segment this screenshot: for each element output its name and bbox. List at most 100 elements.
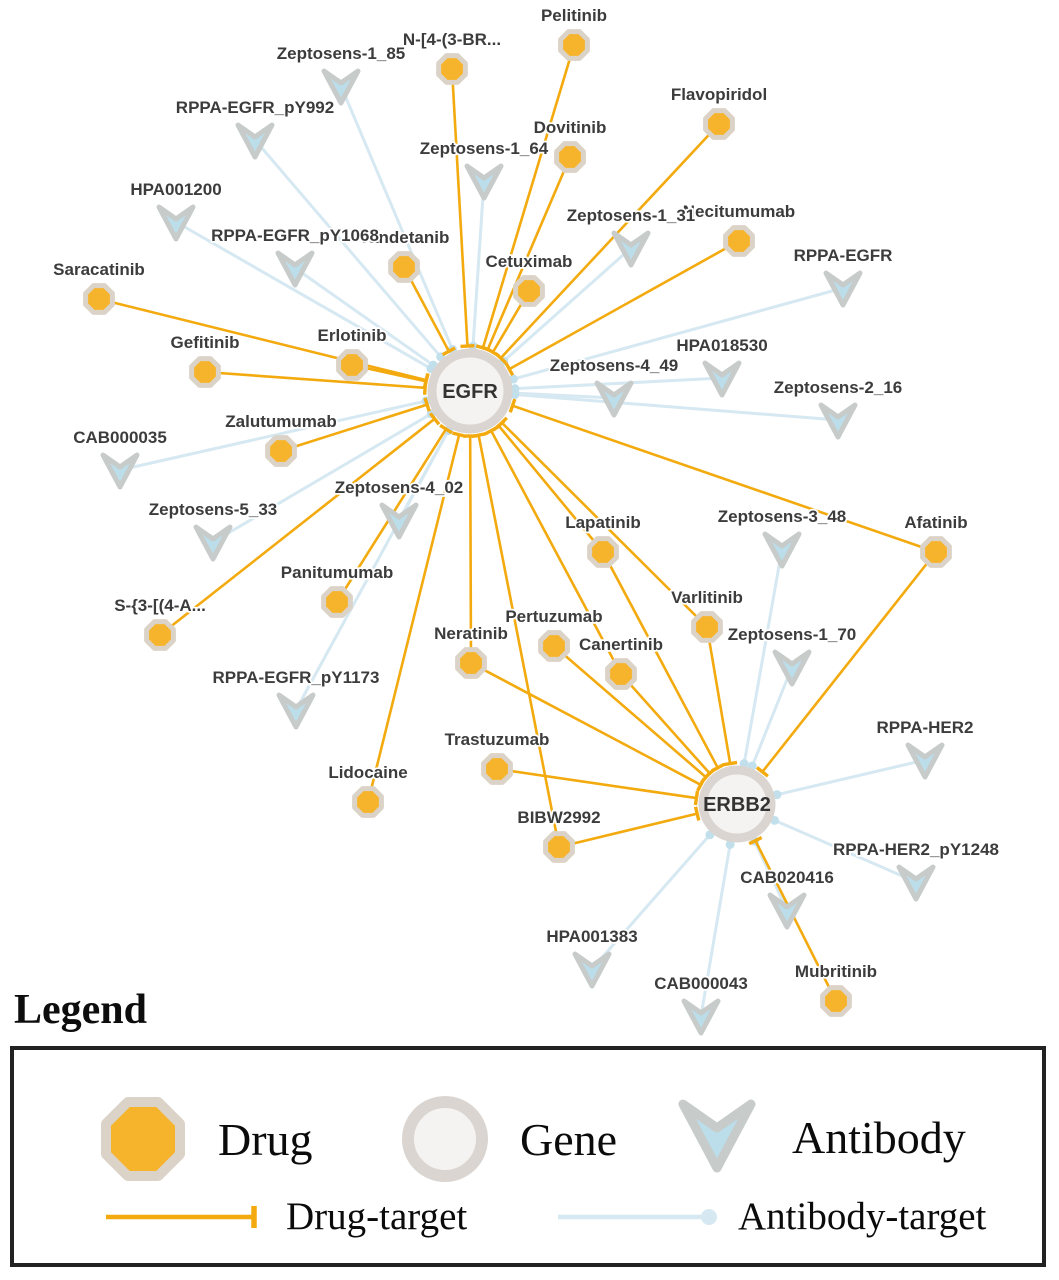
drug-node-s-3-4-a[interactable] (144, 619, 176, 651)
drug-octagon-icon (558, 29, 590, 61)
antibody-node-rppa-egfr-py1068[interactable] (275, 250, 315, 288)
antibody-node-zeptosens-3-48[interactable] (762, 531, 802, 569)
legend-edge-drug-target: Drug-target (102, 1194, 467, 1239)
drug-node-zalutumumab[interactable] (265, 435, 297, 467)
antibody-node-zeptosens-1-64[interactable] (464, 163, 504, 201)
drug-node-lidocaine[interactable] (352, 786, 384, 818)
antibody-node-hpa001200[interactable] (156, 204, 196, 242)
drug-node-trastuzumab[interactable] (481, 753, 513, 785)
drug-node-vandetanib[interactable] (388, 251, 420, 283)
node-label: Zalutumumab (225, 412, 336, 431)
edge-varlitinib-erbb2 (705, 626, 738, 767)
drug-node-mubritinib[interactable] (820, 985, 852, 1017)
gene-circle-icon (402, 1096, 488, 1182)
antibody-node-zeptosens-5-33[interactable] (193, 524, 233, 562)
antibody-node-cab000035[interactable] (100, 452, 140, 490)
inhibit-tee-icon (495, 416, 509, 429)
legend-label-drug-target: Drug-target (286, 1195, 468, 1238)
inhibit-tee-icon (460, 343, 475, 349)
drug-node-dovitinib[interactable] (554, 141, 586, 173)
drug-node-varlitinib[interactable] (691, 611, 723, 643)
antibody-node-zeptosens-1-70[interactable] (772, 649, 812, 687)
antibody-node-rppa-her2-py1248[interactable] (896, 864, 936, 902)
node-label: HPA018530 (676, 336, 767, 355)
drug-octagon-icon (352, 786, 384, 818)
node-label: Pelitinib (541, 6, 607, 25)
antibody-chevron-icon (379, 502, 419, 540)
node-labels: PelitinibN-[4-(3-BR...DovitinibFlavopiri… (51, 4, 1000, 995)
drug-octagon-icon (543, 831, 575, 863)
drug-node-cetuximab[interactable] (513, 275, 545, 307)
antibody-chevron-icon (572, 951, 612, 989)
node-label: Lapatinib (565, 513, 641, 532)
antibody-node-cab000043[interactable] (681, 998, 721, 1036)
drug-octagon-icon (481, 753, 513, 785)
node-label: S-{3-[(4-A... (114, 596, 206, 615)
drug-node-n-4-3-br[interactable] (436, 53, 468, 85)
drug-node-flavopiridol[interactable] (703, 108, 735, 140)
antibody-node-hpa018530[interactable] (702, 360, 742, 398)
edge-zalutumumab-egfr (280, 397, 431, 453)
drug-node-necitumumab[interactable] (723, 225, 755, 257)
drug-node-gefitinib[interactable] (189, 356, 221, 388)
drug-octagon-icon (703, 108, 735, 140)
antibody-node-cab020416[interactable] (767, 892, 807, 930)
network-canvas[interactable]: EGFR ERBB2PelitinibN-[4-(3-BR...Dovitinib… (0, 0, 1059, 1040)
node-label: Mubritinib (795, 962, 877, 981)
antibody-chevron-icon (276, 692, 316, 730)
node-label: Cetuximab (486, 252, 573, 271)
drug-node-panitumumab[interactable] (321, 586, 353, 618)
antibody-node-rppa-egfr[interactable] (823, 270, 863, 308)
antibody-node-zeptosens-1-85[interactable] (321, 68, 361, 106)
legend-label-drug: Drug (218, 1113, 313, 1165)
node-label: RPPA-HER2 (877, 718, 974, 737)
node-label: Zeptosens-4_02 (335, 478, 464, 497)
antibody-node-rppa-her2[interactable] (905, 742, 945, 780)
node-label: Saracatinib (53, 260, 145, 279)
node-label: RPPA-EGFR_pY992 (176, 98, 334, 117)
inhibit-tee-icon (485, 347, 500, 358)
drug-node-afatinib[interactable] (920, 536, 952, 568)
gene-label: EGFR (442, 381, 498, 403)
node-label: Zeptosens-1_64 (420, 139, 549, 158)
drug-node-neratinib[interactable] (455, 647, 487, 679)
drug-node-bibw2992[interactable] (543, 831, 575, 863)
inhibit-tee-icon (484, 425, 499, 436)
node-label: Zeptosens-1_31 (567, 206, 696, 225)
drug-octagon-icon (723, 225, 755, 257)
antibody-chevron-icon (594, 380, 634, 418)
gene-node-erbb2[interactable]: ERBB2 (698, 765, 776, 843)
node-label: RPPA-EGFR_pY1173 (213, 668, 380, 687)
drug-octagon-icon (538, 630, 570, 662)
gene-node-egfr[interactable]: EGFR (427, 348, 513, 434)
node-label: CAB000043 (654, 974, 748, 993)
drug-node-canertinib[interactable] (605, 658, 637, 690)
antibody-node-rppa-egfr-py1173[interactable] (276, 692, 316, 730)
edge-afatinib-erbb2 (755, 551, 938, 778)
drug-node-lapatinib[interactable] (587, 536, 619, 568)
node-label: Vandetanib (359, 228, 450, 247)
antibody-chevron-icon (818, 402, 858, 440)
antibody-chevron-icon (611, 230, 651, 268)
antibody-node-rppa-egfr-py992[interactable] (235, 122, 275, 160)
node-label: RPPA-EGFR (794, 246, 893, 265)
drug-node-saracatinib[interactable] (83, 283, 115, 315)
drug-octagon-icon (101, 1097, 185, 1181)
node-label: Zeptosens-1_70 (728, 625, 857, 644)
drug-node-erlotinib[interactable] (336, 349, 368, 381)
antibody-node-hpa001383[interactable] (572, 951, 612, 989)
edge-varlitinib-egfr (495, 416, 708, 628)
edges (98, 44, 938, 1017)
antibody-chevron-icon (678, 1099, 756, 1173)
antibody-node-zeptosens-1-31[interactable] (611, 230, 651, 268)
antibody-chevron-icon (905, 742, 945, 780)
inhibit-tee-icon (441, 346, 456, 357)
antibody-node-zeptosens-4-49[interactable] (594, 380, 634, 418)
drug-node-pelitinib[interactable] (558, 29, 590, 61)
antibody-node-zeptosens-2-16[interactable] (818, 402, 858, 440)
edge-n-4-3-br-egfr (450, 68, 475, 349)
node-label: HPA001200 (130, 180, 221, 199)
legend-label-antibody: Antibody (792, 1111, 966, 1163)
drug-node-pertuzumab[interactable] (538, 630, 570, 662)
antibody-node-zeptosens-4-02[interactable] (379, 502, 419, 540)
